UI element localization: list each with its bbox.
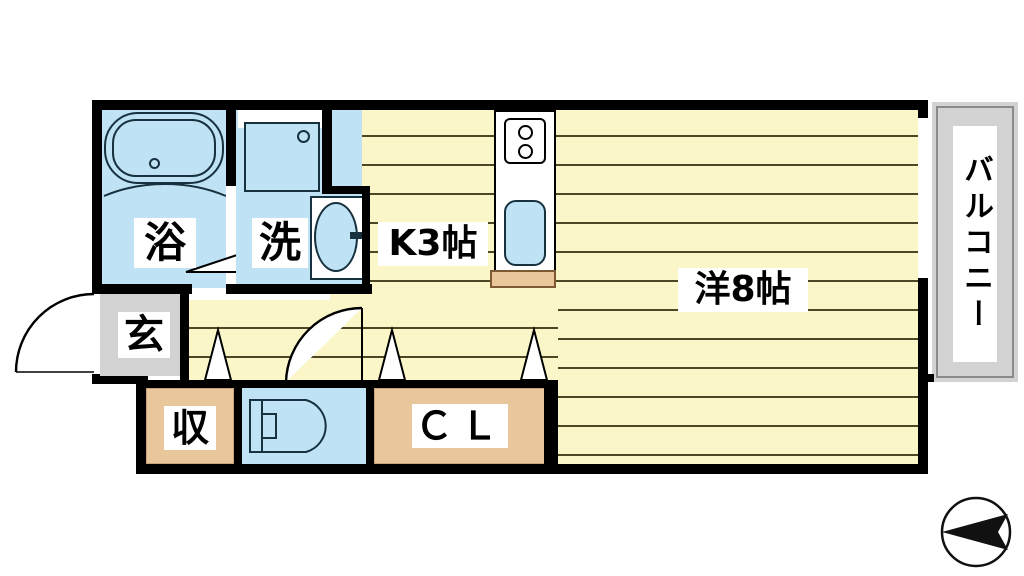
wall-left-upper [92, 100, 102, 384]
wall-entrance-top [92, 284, 192, 294]
wall-right [918, 100, 928, 474]
closet-label: ＣＬ [412, 404, 508, 448]
balcony-window[interactable] [918, 118, 928, 278]
toilet-icon [249, 399, 327, 453]
wall-main-closet [548, 380, 558, 474]
balcony-railing [936, 106, 1014, 378]
kitchen-sink [504, 200, 546, 266]
washing-machine-drain-icon [297, 130, 310, 143]
bath-door-sliding[interactable] [226, 186, 236, 288]
storage-closet [146, 388, 234, 464]
wall-toilet-right [366, 380, 374, 468]
wash-basin-tap-icon [350, 232, 368, 239]
entrance-label: 玄 [118, 312, 170, 358]
entrance-door-opening[interactable] [92, 294, 100, 374]
wall-entrance-hall [180, 284, 189, 382]
main-room-label: 洋8帖 [678, 268, 808, 312]
wall-storage-right [234, 380, 242, 468]
wall-balcony-bottom [918, 374, 934, 382]
north-arrow-icon [940, 496, 1012, 568]
wall-entrance-bottom [92, 374, 148, 384]
washroom-label: 洗 [252, 218, 308, 268]
hall-door-marker-2-icon[interactable] [377, 326, 407, 382]
wall-wash-kitchen-top [322, 186, 370, 194]
wall-closet-top [370, 380, 552, 388]
kitchen-cabinet-ledge [490, 270, 556, 288]
wall-top [92, 100, 928, 110]
hall-door-marker-3-icon[interactable] [519, 326, 549, 382]
balcony-label: バルコニー [953, 126, 997, 362]
stove-burner-front-icon [518, 125, 533, 140]
hall-door-marker-1-icon[interactable] [203, 326, 233, 382]
bathtub-inner [112, 119, 216, 177]
wall-wash-kitchen-upper [322, 100, 332, 192]
wash-basin [314, 202, 358, 272]
wall-storage-top [136, 380, 242, 388]
storage-label: 収 [164, 406, 216, 450]
wall-toilet-top [242, 380, 370, 388]
hall-floor [188, 300, 558, 380]
stove-burner-back-icon [518, 144, 533, 159]
bathtub-apron [103, 183, 227, 197]
wall-bottom-left [136, 464, 556, 474]
wall-wash-bottom [226, 284, 372, 294]
bath-label: 浴 [134, 218, 196, 268]
kitchen-label: K3帖 [378, 222, 488, 266]
wall-wash-kitchen-lower [362, 186, 370, 288]
wall-bottom-right [548, 464, 928, 474]
wall-left-lower [136, 380, 146, 474]
room-door-swing-icon[interactable] [284, 306, 364, 384]
bathtub-drain-icon [149, 158, 160, 169]
entrance-door-swing-icon[interactable] [14, 292, 96, 376]
